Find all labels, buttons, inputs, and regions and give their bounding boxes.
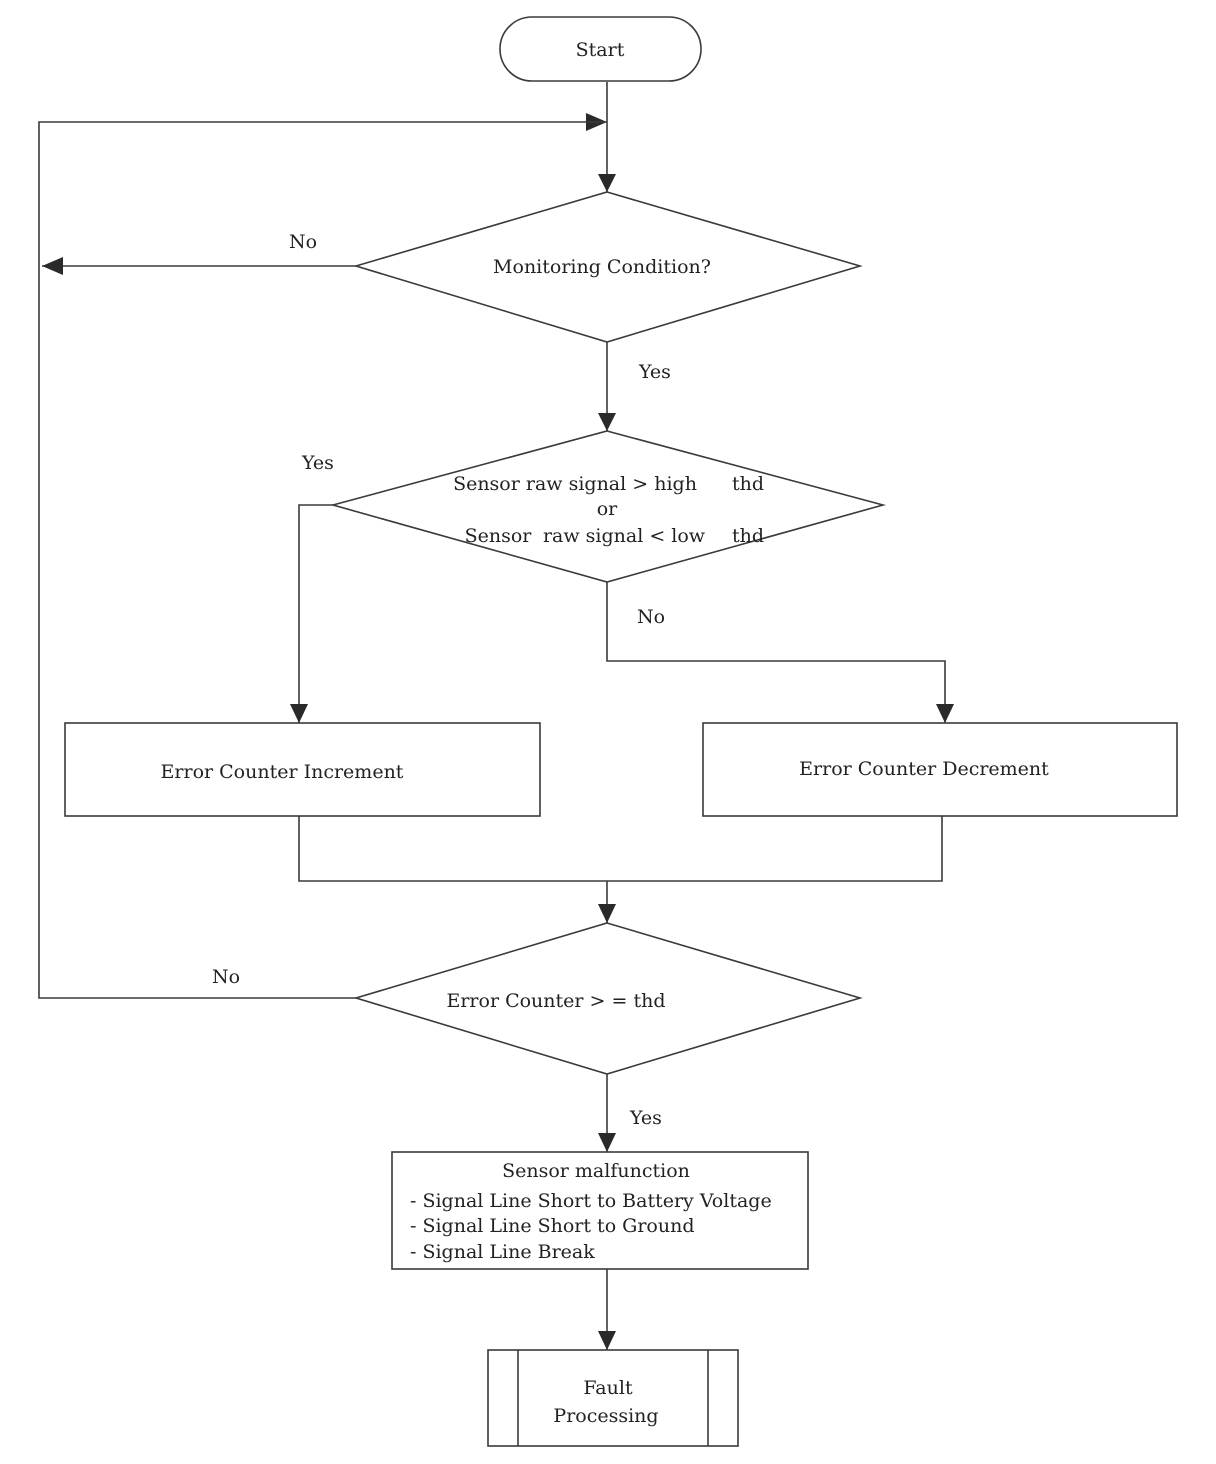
edge-sensor-yes xyxy=(298,504,333,723)
fault-processing-line2: Processing xyxy=(553,1405,658,1427)
edge-sensor-no xyxy=(606,582,946,723)
sensor-check-arrowhead xyxy=(598,413,616,431)
sensor-condition-line3b: raw signal < low xyxy=(543,525,706,547)
monitoring-arrowhead xyxy=(598,174,616,192)
edge-merge xyxy=(298,816,943,882)
error-counter-increment-label: Error Counter Increment xyxy=(161,761,404,783)
malfunction-item-break: - Signal Line Break xyxy=(410,1241,595,1263)
sensor-signal-decision xyxy=(329,430,887,583)
error-counter-decrement-box xyxy=(702,722,1178,817)
sensor-no-label: No xyxy=(637,606,665,628)
increment-arrowhead xyxy=(290,704,308,723)
monitoring-condition-decision xyxy=(353,191,863,343)
error-counter-decrement-label: Error Counter Decrement xyxy=(799,758,1049,780)
counter-no-label: No xyxy=(212,966,240,988)
malfunction-arrowhead xyxy=(598,1133,616,1152)
malfunction-item-ground: - Signal Line Short to Ground xyxy=(410,1215,695,1237)
fault-processing-box xyxy=(487,1349,739,1447)
sensor-yes-label: Yes xyxy=(301,452,334,474)
fault-processing-line1: Fault xyxy=(583,1377,633,1399)
fault-arrowhead xyxy=(598,1331,616,1350)
start-terminator xyxy=(499,16,702,82)
counter-yes-label: Yes xyxy=(629,1107,662,1129)
sensor-malfunction-box xyxy=(391,1151,809,1270)
sensor-condition-line3a: Sensor xyxy=(465,525,533,547)
sensor-malfunction-title: Sensor malfunction xyxy=(502,1160,690,1182)
counter-check-arrowhead xyxy=(598,904,616,923)
edge-loop-back xyxy=(38,121,607,999)
monitoring-no-label: No xyxy=(289,231,317,253)
decrement-arrowhead xyxy=(936,704,954,723)
monitoring-no-arrowhead xyxy=(42,257,63,275)
sensor-condition-line1a: Sensor raw signal > high xyxy=(453,473,697,495)
sensor-condition-line2: or xyxy=(597,498,618,520)
start-label: Start xyxy=(576,39,625,61)
malfunction-item-battery: - Signal Line Short to Battery Voltage xyxy=(410,1190,772,1212)
monitoring-condition-label: Monitoring Condition? xyxy=(493,256,711,278)
sensor-condition-line1b: thd xyxy=(732,473,764,495)
monitoring-yes-label: Yes xyxy=(638,361,671,383)
error-counter-increment-box xyxy=(64,722,541,817)
error-counter-threshold-label: Error Counter > = thd xyxy=(446,990,665,1012)
error-counter-threshold-decision xyxy=(353,922,863,1075)
sensor-condition-line3c: thd xyxy=(732,525,764,547)
